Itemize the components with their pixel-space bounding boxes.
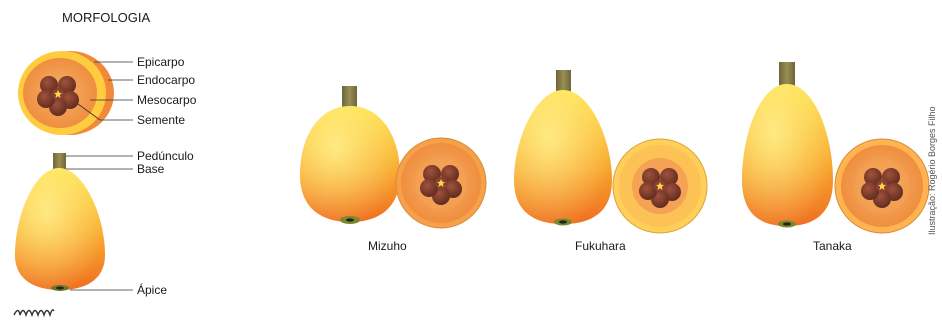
illustration-credit: Ilustração: Rogério Borges Filho — [927, 106, 937, 235]
illustrator-signature — [14, 310, 54, 315]
label-semente: Semente — [137, 113, 185, 127]
variety-label-mizuho: Mizuho — [368, 239, 407, 253]
label-apice: Ápice — [137, 282, 167, 297]
morphology-cross-section — [18, 51, 114, 135]
variety-tanaka — [742, 62, 929, 233]
label-endocarpo: Endocarpo — [137, 73, 195, 87]
page-title: MORFOLOGIA — [62, 10, 150, 25]
variety-label-fukuhara: Fukuhara — [575, 239, 626, 253]
variety-fukuhara — [514, 70, 707, 233]
label-base: Base — [137, 162, 165, 176]
morphology-whole-fruit — [15, 153, 105, 291]
variety-label-tanaka: Tanaka — [813, 239, 852, 253]
variety-mizuho — [300, 86, 486, 228]
label-epicarpo: Epicarpo — [137, 55, 185, 69]
label-pedunculo: Pedúnculo — [137, 149, 194, 163]
label-mesocarpo: Mesocarpo — [137, 93, 197, 107]
